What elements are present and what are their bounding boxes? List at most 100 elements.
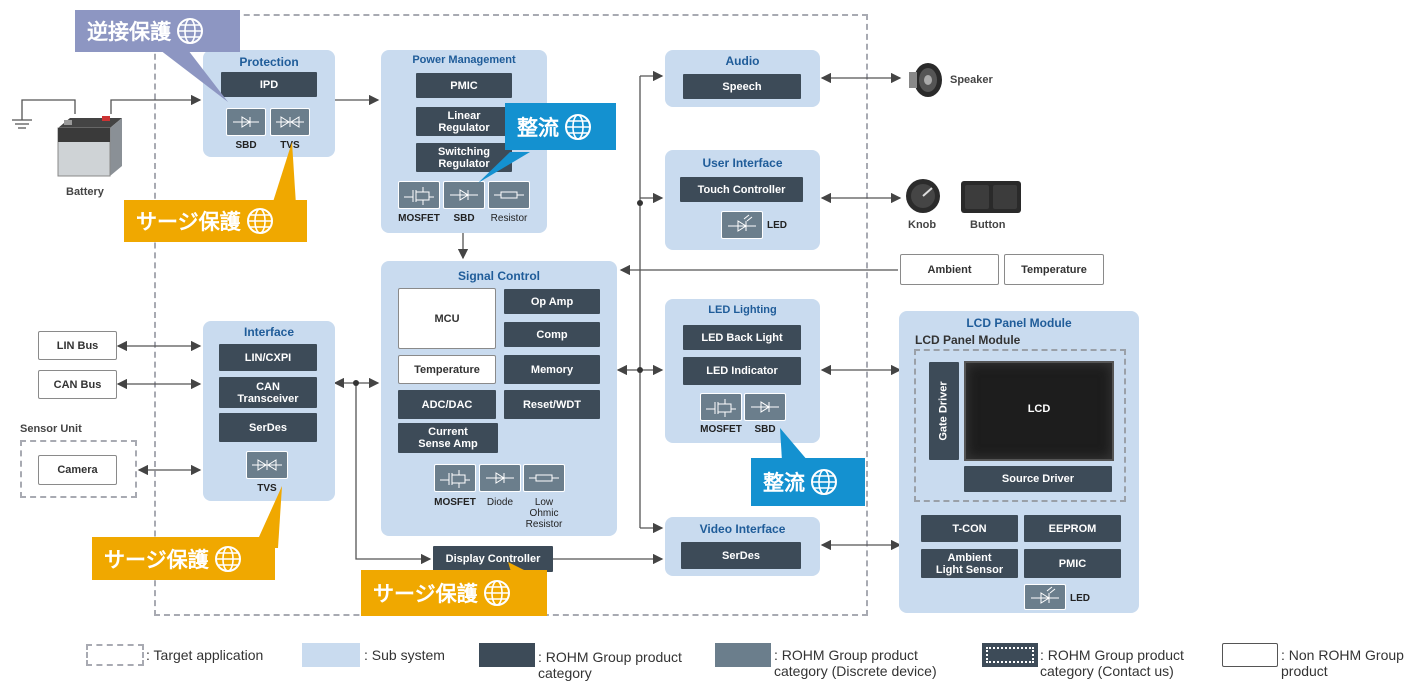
eeprom-block[interactable]: EEPROM [1024, 515, 1121, 542]
led-symbol-icon [1031, 586, 1059, 604]
comp-block[interactable]: Comp [504, 322, 600, 347]
low-ohmic-resistor-device[interactable] [523, 464, 565, 492]
can-bus[interactable]: CAN Bus [38, 370, 117, 399]
mosfet-device[interactable] [398, 181, 440, 209]
led-device[interactable] [721, 211, 763, 239]
led-indicator-block[interactable]: LED Indicator [683, 357, 801, 385]
rectification-label: 整流 [763, 472, 805, 495]
sbd-diode[interactable] [226, 108, 266, 136]
sensor-unit-label: Sensor Unit [20, 423, 82, 435]
globe-icon [811, 469, 837, 495]
tvs-device[interactable] [246, 451, 288, 479]
knob-icon [905, 178, 941, 214]
adc-dac-block[interactable]: ADC/DAC [398, 390, 496, 419]
touch-controller-block[interactable]: Touch Controller [680, 177, 803, 202]
legend-target-swatch [86, 644, 144, 666]
linear-regulator-block[interactable]: Linear Regulator [416, 107, 512, 136]
tvs-label: TVS [257, 483, 277, 494]
resistor-device[interactable] [488, 181, 530, 209]
mosfet-device[interactable] [434, 464, 476, 492]
lcd-screen[interactable]: LCD [964, 361, 1114, 461]
diode-symbol-icon [450, 189, 478, 201]
globe-icon [177, 18, 203, 44]
globe-icon [483, 580, 510, 606]
signal-control-title: Signal Control [458, 269, 540, 283]
video-interface-title: Video Interface [699, 522, 786, 536]
reverse-protection-callout[interactable]: 逆接保護 [75, 10, 240, 52]
button-icon [961, 181, 1021, 213]
battery-image [52, 112, 128, 178]
diode-symbol-icon [751, 401, 779, 413]
display-controller-block[interactable]: Display Controller [433, 546, 553, 572]
lin-bus[interactable]: LIN Bus [38, 331, 117, 360]
surge-protection-callout[interactable]: サージ保護 [92, 537, 275, 580]
ambient-light-sensor-block[interactable]: Ambient Light Sensor [921, 549, 1018, 578]
led-device[interactable] [1024, 584, 1066, 610]
can-transceiver-block[interactable]: CAN Transceiver [219, 377, 317, 408]
diode-device[interactable] [479, 464, 521, 492]
sbd-device[interactable] [443, 181, 485, 209]
camera-block[interactable]: Camera [38, 455, 117, 485]
reverse-protection-label: 逆接保護 [87, 21, 171, 44]
op-amp-block[interactable]: Op Amp [504, 289, 600, 314]
speaker-icon [906, 60, 946, 100]
surge-protection-callout[interactable]: サージ保護 [124, 200, 307, 242]
battery-label: Battery [66, 186, 104, 198]
mosfet-label: MOSFET [700, 424, 742, 435]
reset-wdt-block[interactable]: Reset/WDT [504, 390, 600, 419]
temperature-block[interactable]: Temperature [398, 355, 496, 384]
serdes-block[interactable]: SerDes [681, 542, 801, 569]
gate-driver-block[interactable]: Gate Driver [929, 362, 959, 460]
lin-cxpi-block[interactable]: LIN/CXPI [219, 344, 317, 371]
sbd-device[interactable] [744, 393, 786, 421]
mcu-block[interactable]: MCU [398, 288, 496, 349]
knob-label: Knob [908, 219, 937, 231]
mosfet-device[interactable] [700, 393, 742, 421]
pmic-block[interactable]: PMIC [1024, 549, 1121, 578]
protection-subsystem: Protection [203, 50, 335, 157]
led-label: LED [1070, 593, 1090, 604]
legend-discrete-swatch [715, 643, 771, 667]
interface-title: Interface [243, 325, 295, 339]
led-back-light-block[interactable]: LED Back Light [683, 325, 801, 350]
audio-title: Audio [725, 54, 760, 68]
legend-non-rohm-swatch [1222, 643, 1278, 667]
sbd-label: SBD [754, 424, 776, 435]
legend-rohm-text: : ROHM Group product category [538, 649, 682, 681]
ambient-sensor[interactable]: Ambient [900, 254, 999, 285]
t-con-block[interactable]: T-CON [921, 515, 1018, 542]
user-interface-title: User Interface [702, 156, 783, 170]
mosfet-symbol-icon [706, 399, 736, 417]
memory-block[interactable]: Memory [504, 355, 600, 384]
surge-protection-label: サージ保護 [373, 583, 478, 606]
low-ohmic-resistor-label: Low Ohmic Resistor [525, 497, 563, 530]
diode-symbol-icon [233, 116, 259, 128]
sbd-label: SBD [235, 140, 257, 151]
led-label: LED [767, 220, 787, 231]
rectification-callout[interactable]: 整流 [505, 103, 616, 150]
legend-contact-text: : ROHM Group product category (Contact u… [1040, 647, 1184, 679]
ipd-block[interactable]: IPD [221, 72, 317, 97]
source-driver-block[interactable]: Source Driver [964, 466, 1112, 492]
tvs-diode[interactable] [270, 108, 310, 136]
serdes-block[interactable]: SerDes [219, 413, 317, 442]
resistor-symbol-icon [494, 191, 524, 199]
lcd-panel-boundary [914, 349, 1126, 502]
legend-subsystem-text: : Sub system [364, 647, 445, 663]
mosfet-symbol-icon [404, 187, 434, 205]
rectification-callout[interactable]: 整流 [751, 458, 865, 506]
speech-block[interactable]: Speech [683, 74, 801, 99]
globe-icon [565, 113, 591, 140]
lcd-label: LCD [1027, 403, 1051, 415]
legend-contact-swatch [982, 643, 1038, 667]
surge-protection-callout[interactable]: サージ保護 [361, 570, 547, 616]
rectification-label: 整流 [517, 116, 559, 140]
temperature-sensor[interactable]: Temperature [1004, 254, 1104, 285]
power-management-title: Power Management [412, 54, 516, 66]
pmic-block[interactable]: PMIC [416, 73, 512, 98]
tvs-label: TVS [280, 140, 300, 151]
current-sense-amp-block[interactable]: Current Sense Amp [398, 423, 498, 453]
globe-icon [214, 545, 241, 572]
resistor-label: Resistor [490, 213, 528, 224]
